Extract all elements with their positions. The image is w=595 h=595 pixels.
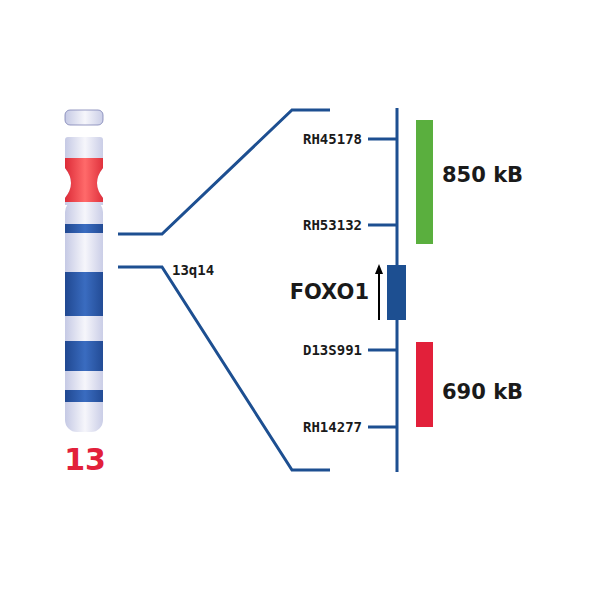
marker-tick [368, 349, 397, 352]
gene-name: FOXO1 [290, 282, 369, 303]
region-bar [416, 120, 433, 244]
region-size: 690 kB [442, 382, 523, 403]
marker-tick [368, 426, 397, 429]
chromosome-number: 13 [64, 445, 106, 475]
marker-name: RH53132 [303, 218, 362, 232]
marker-name: RH45178 [303, 132, 362, 146]
marker-name: RH14277 [303, 420, 362, 434]
arrow-head [375, 264, 383, 274]
marker-tick [368, 138, 397, 141]
chromosome-outline [65, 110, 103, 125]
marker-tick [368, 224, 397, 227]
marker-name: D13S991 [303, 343, 362, 357]
zoom-line [118, 110, 330, 234]
region-size: 850 kB [442, 165, 523, 186]
region-bar [416, 342, 433, 427]
gene-box [387, 265, 406, 320]
direction-arrow [378, 272, 380, 320]
chromosome [60, 105, 110, 440]
band-name: 13q14 [172, 263, 214, 277]
